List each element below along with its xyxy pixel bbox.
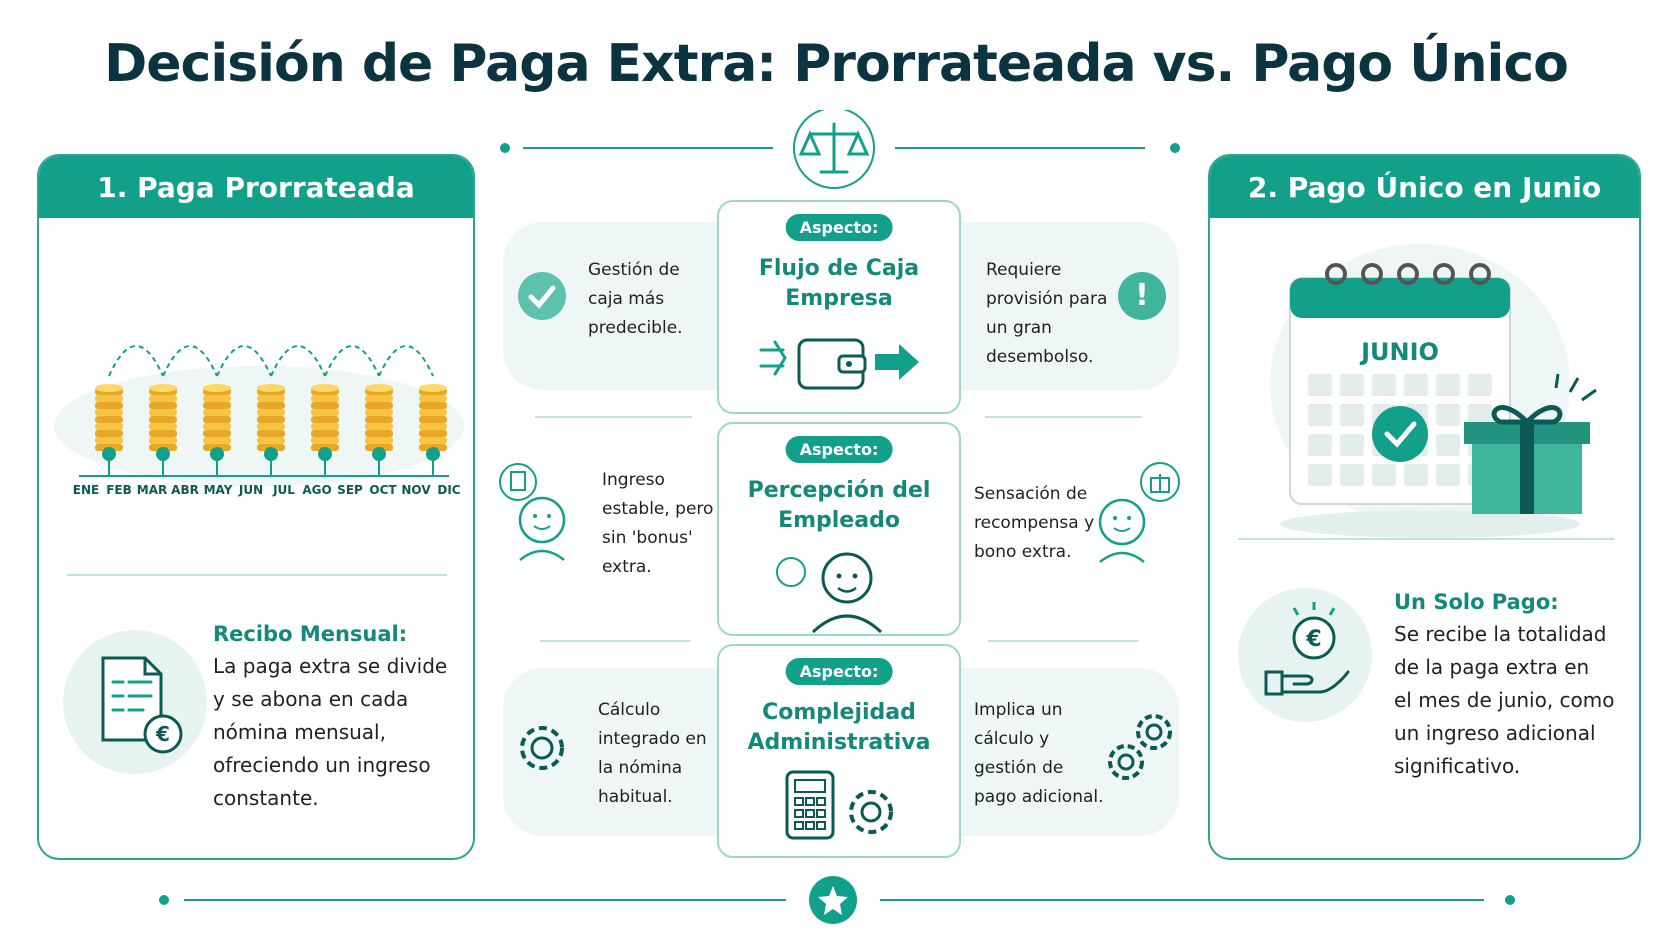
- employee-icon: [776, 552, 883, 634]
- star-icon: [818, 886, 848, 915]
- month-label: FEB: [106, 483, 132, 497]
- top-connector: [500, 110, 1180, 189]
- exclamation-icon: !: [1118, 272, 1166, 320]
- bottom-connector: [159, 876, 1515, 924]
- month-label: JUL: [273, 483, 295, 497]
- scale-icon: [798, 122, 870, 174]
- calendar-month-label: JUNIO: [1359, 338, 1439, 366]
- aspect-pill: Aspecto:: [785, 658, 893, 685]
- row-separator: [540, 640, 690, 642]
- prorrateada-description: La paga extra se divide y se abona en ca…: [213, 654, 448, 810]
- svg-text:€: €: [155, 722, 170, 746]
- check-icon: [1372, 406, 1428, 462]
- pago-unico-panel: 2. Pago Único en Junio JUNIO €: [1208, 154, 1641, 860]
- right-divider: [1238, 538, 1614, 540]
- svg-text:€: €: [1305, 627, 1321, 652]
- aspect-pill: Aspecto:: [785, 436, 893, 463]
- calculator-gear-icon: [785, 770, 893, 840]
- wallet-icon: [759, 338, 919, 390]
- month-label: NOV: [401, 483, 431, 497]
- pago-unico-heading: 2. Pago Único en Junio: [1210, 156, 1639, 218]
- month-label: JUN: [238, 483, 264, 497]
- month-label: MAY: [203, 483, 233, 497]
- month-label: ENE: [72, 483, 100, 497]
- prorrateada-subtitle: Recibo Mensual:: [213, 622, 408, 646]
- prorrateada-heading: 1. Paga Prorrateada: [39, 156, 473, 218]
- gear-icon: [520, 726, 564, 770]
- row-separator: [535, 416, 692, 418]
- pago-unico-subtitle: Un Solo Pago:: [1394, 590, 1559, 614]
- month-label: OCT: [369, 483, 397, 497]
- check-circle-icon: [518, 272, 566, 320]
- employee-gift-icon: [1098, 462, 1180, 563]
- row-separator: [985, 416, 1142, 418]
- monthly-coins-illustration: [54, 345, 464, 486]
- aspect-pill: Aspecto:: [785, 214, 893, 241]
- left-divider: [67, 574, 447, 576]
- hand-euro-icon: €: [1238, 588, 1372, 722]
- pago-unico-description: Se recibe la totalidad de la paga extra …: [1394, 622, 1615, 778]
- page-title: Decisión de Paga Extra: Prorrateada vs. …: [104, 34, 1569, 94]
- document-euro-icon: €: [63, 630, 207, 774]
- month-label: MAR: [136, 483, 168, 497]
- gift-icon: [1464, 373, 1597, 514]
- month-label: DIC: [437, 483, 461, 497]
- double-gear-icon: [1108, 714, 1172, 780]
- month-label: ABR: [171, 483, 199, 497]
- row-separator: [988, 640, 1138, 642]
- employee-coins-icon: [499, 463, 566, 561]
- month-label: AGO: [302, 483, 332, 497]
- month-label: SEP: [337, 483, 363, 497]
- calendar-gift-illustration: JUNIO: [1270, 244, 1597, 538]
